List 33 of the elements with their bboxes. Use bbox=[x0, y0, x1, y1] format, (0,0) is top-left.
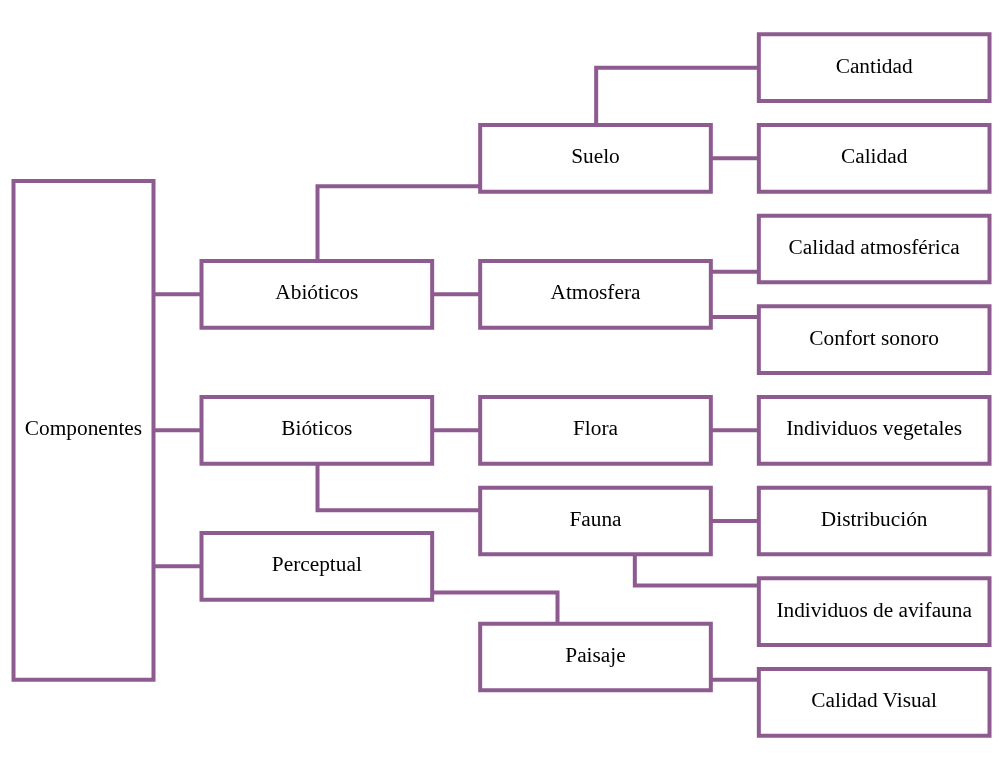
node-box: Individuos de avifauna bbox=[756, 575, 992, 647]
node-box: Fauna bbox=[478, 485, 713, 556]
node-box: Calidad Visual bbox=[756, 666, 992, 738]
node-box: Atmosfera bbox=[478, 258, 713, 330]
node-box: Calidad atmosférica bbox=[756, 213, 992, 284]
connector bbox=[432, 291, 480, 296]
connector bbox=[153, 563, 202, 568]
node-box: Individuos vegetales bbox=[756, 394, 992, 466]
connector bbox=[710, 155, 759, 160]
connector bbox=[432, 590, 560, 624]
node-box: Abióticos bbox=[199, 258, 435, 330]
connector bbox=[710, 269, 759, 274]
node-box: Paisaje bbox=[478, 621, 713, 692]
connector bbox=[153, 427, 202, 432]
connector bbox=[432, 427, 480, 432]
connector bbox=[710, 314, 759, 319]
connector bbox=[632, 553, 759, 587]
connector bbox=[710, 518, 759, 523]
connector bbox=[153, 291, 202, 296]
node-box: Confort sonoro bbox=[756, 303, 992, 375]
connector bbox=[710, 427, 759, 432]
connector bbox=[710, 677, 759, 682]
node-box: Flora bbox=[478, 394, 713, 466]
node-box: Perceptual bbox=[199, 530, 435, 602]
node-box: Cantidad bbox=[756, 31, 992, 103]
connector bbox=[315, 463, 480, 512]
node-box: Calidad bbox=[756, 122, 992, 194]
connector bbox=[315, 183, 480, 261]
node-box: Componentes bbox=[11, 178, 156, 682]
node-box: Suelo bbox=[478, 122, 713, 194]
node-box: Bióticos bbox=[199, 394, 435, 466]
node-box: Distribución bbox=[756, 485, 992, 556]
connector bbox=[594, 65, 759, 125]
